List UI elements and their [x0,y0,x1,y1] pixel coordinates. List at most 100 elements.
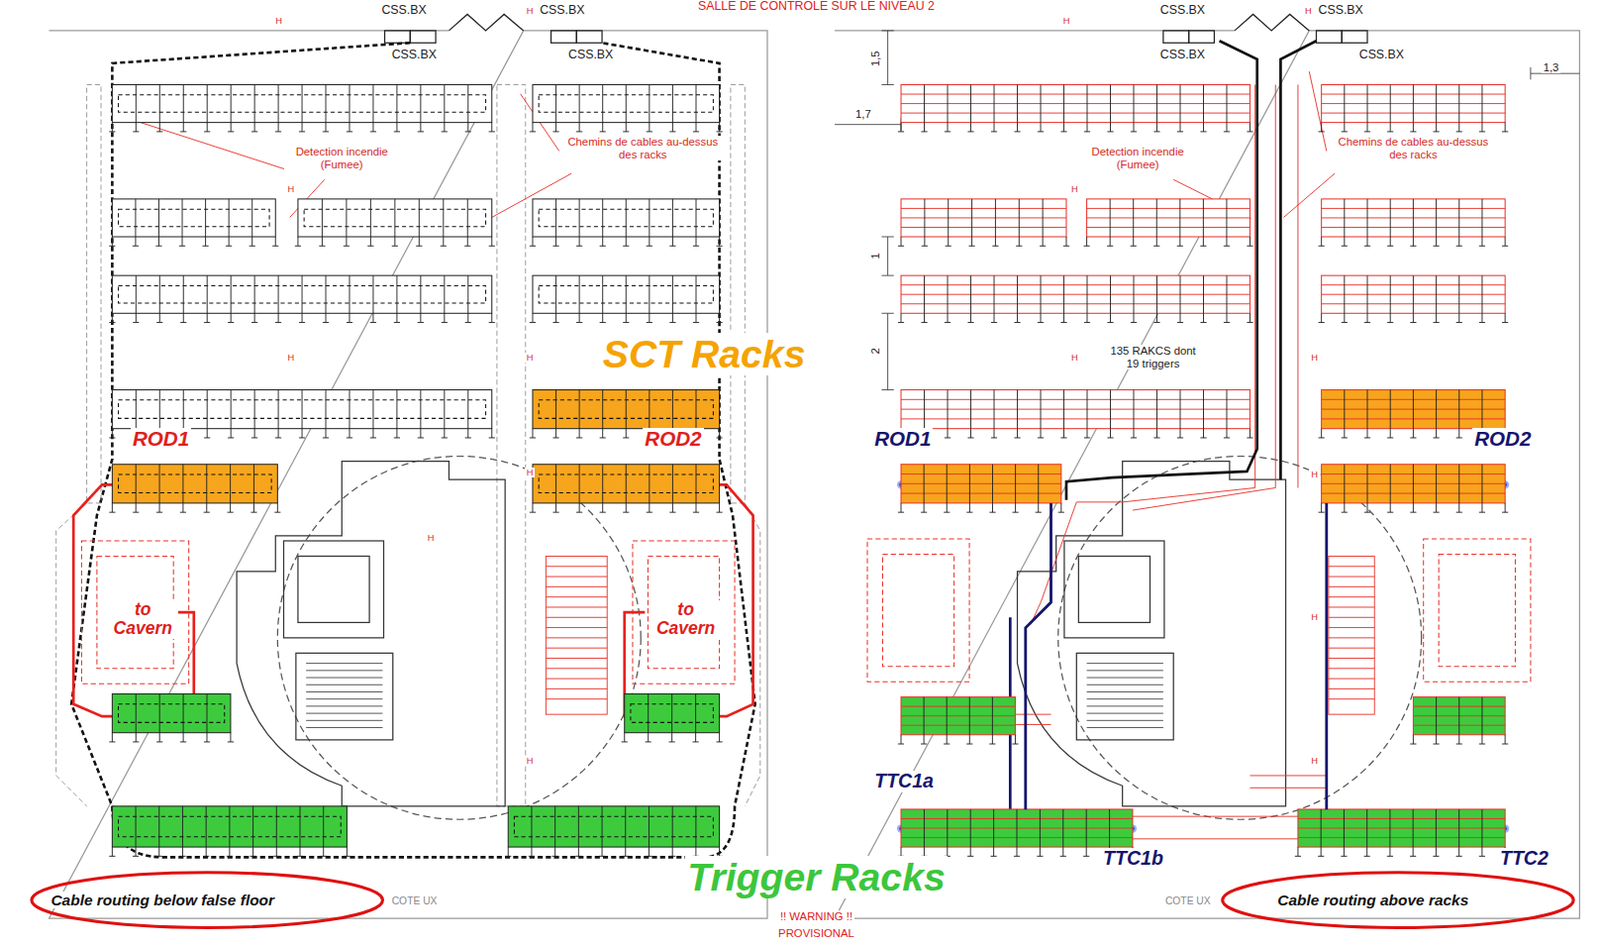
rack-foot [1223,130,1230,132]
rack-divider [648,805,650,847]
rack-foot [969,502,971,512]
rack-foot [622,511,629,513]
rack-foot [467,236,469,246]
rack-divider [994,275,996,313]
rack-foot [343,245,350,247]
rack-divider [1133,275,1135,313]
rack-foot [969,734,971,744]
rack-divider [992,697,994,735]
rack-divider [206,85,208,123]
rack-foot [132,321,139,323]
rack-foot [715,511,722,513]
css-box [1189,30,1215,43]
rack-foot [1153,245,1160,247]
rack-foot [1501,130,1508,132]
rack-row: TTC2 [1298,808,1505,847]
rack-foot [135,502,137,512]
rack-foot [251,321,258,323]
rack-foot [1343,502,1345,512]
rack-foot [1412,312,1414,322]
rack-foot [372,312,374,322]
rack-divider [625,464,627,503]
rack-foot [971,236,973,246]
rack-divider [135,805,137,847]
rack-foot [1412,846,1414,856]
rack-divider [1366,808,1368,847]
rack-foot [1318,511,1325,513]
rack-foot [1226,428,1228,438]
rack-foot [923,734,925,744]
box-label: CSS.BX [379,3,428,18]
rack-foot [489,130,496,132]
rack-foot [1086,236,1088,246]
rack-divider [1412,85,1414,123]
rack-foot [108,321,115,323]
rack-divider [672,805,674,847]
rack-foot [1180,122,1182,132]
rack-foot [132,855,139,857]
rack-foot [1412,236,1414,246]
rack-foot [1015,245,1022,247]
rack-foot [467,312,469,322]
rack-divider [994,85,996,123]
rack-foot [989,743,996,745]
dimension: 1,3 [1541,61,1562,74]
watermark: PROVISIONAL [776,926,857,939]
rack-divider [970,275,972,313]
stair-tower [236,461,505,806]
rack-divider [394,199,396,237]
rack-foot [251,236,253,246]
rack-foot [183,732,185,742]
door-symbol [448,13,523,30]
rack-foot [251,130,258,132]
rack-row [111,85,492,123]
rack-divider [467,199,469,237]
rack-divider [1367,275,1369,313]
rack-foot [531,312,533,322]
dimension: 1 [869,251,882,262]
rack-divider [321,199,323,237]
rack-foot [1087,428,1089,438]
rack-foot [1177,130,1184,132]
rack-foot [1109,312,1111,322]
rack-foot [135,122,137,132]
rack-foot [441,130,448,132]
dimension: 1,5 [869,48,882,69]
rack-foot [528,855,535,857]
rack-foot [491,428,493,438]
rack-cable-tray [900,94,1250,96]
rack-foot [554,846,556,856]
rack-foot [1084,245,1091,247]
rack-foot [1130,321,1137,323]
rack-divider [601,464,603,503]
rack-divider [205,805,207,847]
rack-foot [1409,855,1416,857]
rack-foot [648,846,650,856]
rack-foot [203,436,210,438]
rack-foot [1389,846,1391,856]
rack-foot [322,846,324,856]
rack-foot [417,436,424,438]
rack-foot [601,846,603,856]
rack-foot [900,122,902,132]
smoke-detection [730,85,745,503]
rack-foot [1435,428,1437,438]
rack-foot [1249,122,1251,132]
rack-divider [443,390,445,429]
rack-foot [299,130,305,132]
stair-steps [1087,663,1164,728]
rack-foot [370,436,377,438]
rack-row [900,464,1062,503]
rack-divider [159,464,161,503]
rack-divider [1367,390,1369,429]
rack-foot [693,511,700,513]
rack-divider [442,199,444,237]
box-label: CSS.BX [537,3,587,18]
rack-divider [467,85,469,123]
rack-foot [278,428,280,438]
rack-foot [182,236,184,246]
rack-foot [1456,321,1463,323]
rack-divider [555,199,557,237]
rack-divider [1435,697,1437,735]
rack-foot [671,732,673,742]
